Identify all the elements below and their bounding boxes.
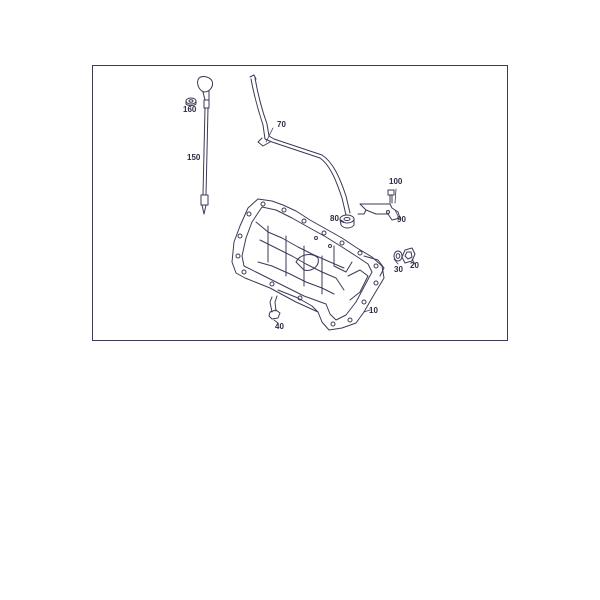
callout-90: 90 — [397, 215, 406, 224]
callout-40: 40 — [275, 322, 284, 331]
guide-tube-part — [249, 74, 351, 216]
callout-10: 10 — [369, 306, 378, 315]
callout-80: 80 — [330, 214, 339, 223]
callout-20: 20 — [410, 261, 419, 270]
dipstick-part — [197, 76, 213, 215]
cap-part — [339, 214, 355, 229]
callout-160: 160 — [183, 105, 197, 114]
o-ring-part — [185, 97, 197, 106]
diagram-frame — [92, 65, 508, 341]
callout-100: 100 — [389, 177, 403, 186]
callout-150: 150 — [187, 153, 201, 162]
bracket-bolt-part — [387, 189, 395, 204]
leader-lines — [203, 127, 416, 324]
oil-pan-part — [231, 198, 385, 331]
seal-ring-part — [393, 250, 403, 262]
callout-70: 70 — [277, 120, 286, 129]
bracket-part — [357, 203, 401, 221]
bolt-part — [268, 295, 281, 320]
callout-30: 30 — [394, 265, 403, 274]
